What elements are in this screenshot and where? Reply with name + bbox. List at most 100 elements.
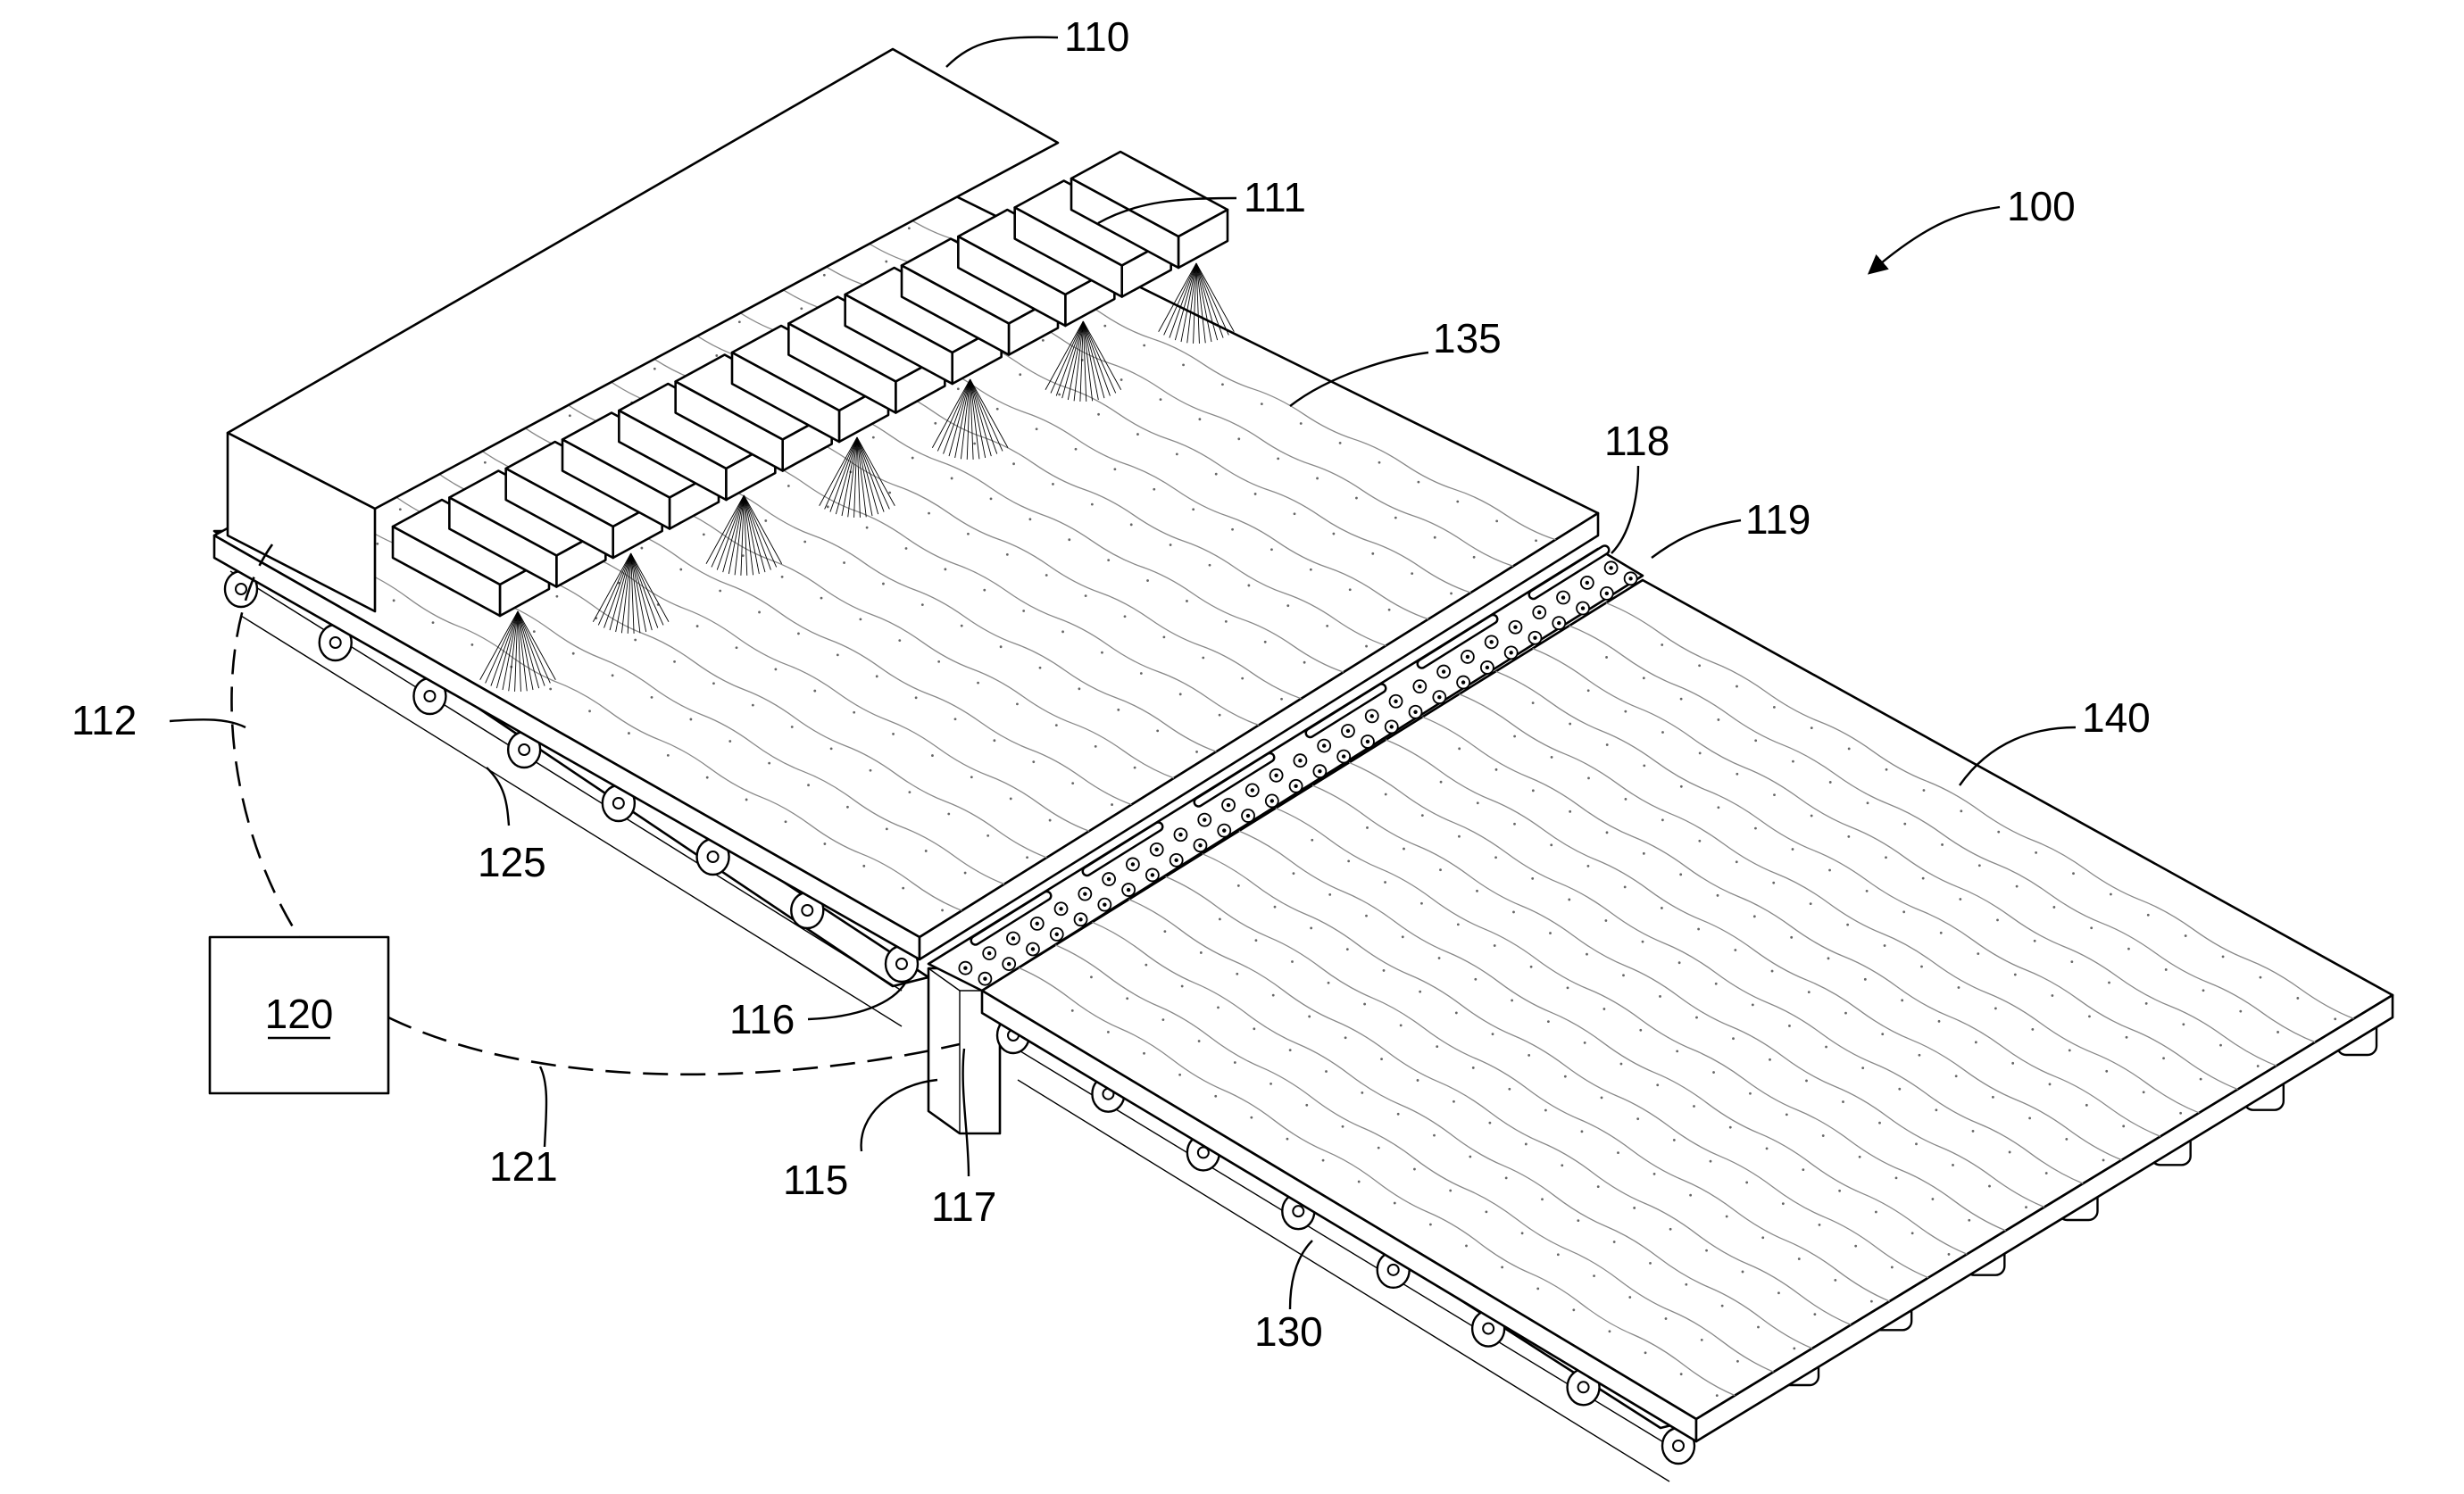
texture-dot [1160,398,1162,401]
texture-dot [1476,890,1478,892]
texture-dot [1676,1050,1678,1052]
texture-dot [1941,843,1944,846]
texture-dot [1310,927,1312,930]
brush-nozzle-center [1342,754,1345,758]
texture-dot [1055,724,1058,726]
texture-dot [1163,930,1166,933]
brush-nozzle-center [1346,729,1350,733]
texture-dot [2045,1172,2048,1174]
texture-dot [1729,1126,1732,1129]
texture-dot [1698,840,1701,842]
texture-dot [1363,1003,1366,1006]
texture-dot [1609,1330,1611,1332]
texture-dot [781,576,784,578]
texture-dot [983,589,986,592]
texture-dot [888,492,891,494]
texture-dot [1097,413,1100,416]
texture-dot [928,512,930,515]
texture-dot [1492,1033,1494,1035]
texture-dot [1532,701,1535,704]
texture-dot [1644,1351,1647,1354]
texture-dot [1071,782,1074,784]
texture-dot [1326,625,1328,627]
texture-dot [1439,868,1442,871]
texture-dot [1561,1164,1563,1166]
texture-dot [1371,552,1374,555]
texture-dot [1717,806,1719,809]
texture-dot [1680,785,1683,788]
texture-dot [1669,1228,1672,1231]
texture-dot [1402,935,1404,938]
texture-dot [2088,1015,2091,1017]
texture-dot [1752,1003,1754,1006]
texture-dot [1859,1156,1861,1158]
texture-dot [797,633,800,635]
brush-nozzle-center [1366,740,1369,743]
texture-dot [1593,1274,1595,1277]
texture-dot [1665,1317,1668,1320]
brush-nozzle-center [963,966,967,969]
texture-dot [1156,729,1159,732]
texture-dot [791,726,794,728]
texture-dot [1680,698,1683,701]
texture-dot [892,733,895,735]
texture-dot [1895,1176,1898,1179]
brush-nozzle-center [1489,640,1493,643]
texture-dot [1488,1122,1491,1125]
texture-dot [1673,1139,1676,1141]
texture-dot [1847,835,1850,838]
texture-dot [1766,1147,1769,1150]
texture-dot [830,747,833,750]
texture-dot [1577,1219,1579,1222]
texture-dot [1494,856,1497,859]
texture-dot [1289,1049,1292,1051]
texture-dot [712,682,715,685]
brush-nozzle-center [1151,873,1154,876]
texture-dot [1236,973,1238,975]
brush-nozzle-center [1059,907,1062,910]
texture-dot [1761,1236,1764,1239]
texture-dot [1705,1249,1708,1252]
texture-dot [2014,974,2017,976]
texture-dot [1134,767,1136,769]
texture-dot [827,505,829,508]
texture-dot [1186,600,1188,602]
texture-dot [1805,1080,1808,1083]
texture-dot [1528,1054,1530,1057]
texture-dot [612,674,614,676]
texture-dot [1569,810,1571,813]
texture-dot [736,646,738,649]
texture-dot [1400,1024,1403,1026]
texture-dot [1788,1025,1791,1027]
texture-dot [1625,798,1627,801]
texture-dot [1902,910,1905,913]
texture-dot [2072,872,2075,875]
texture-dot [1366,826,1369,829]
brush-nozzle-center [1605,592,1609,595]
brush-nozzle-center [1442,669,1445,673]
brush-nozzle-center [1581,606,1585,610]
label-112: 112 [71,697,137,743]
texture-dot [1601,1097,1603,1100]
label-140: 140 [2082,694,2151,741]
texture-dot [905,547,908,550]
texture-dot [1253,1027,1255,1030]
brush-nozzle-center [1270,799,1274,802]
texture-dot [882,583,885,585]
texture-dot [1530,966,1533,968]
texture-dot [1732,1037,1735,1040]
texture-dot [1643,764,1645,767]
brush-nozzle-center [1222,828,1226,832]
texture-dot [1848,748,1851,751]
texture-dot [1453,1100,1455,1103]
texture-dot [1328,893,1331,896]
texture-dot [1264,641,1267,643]
texture-dot [2147,914,2150,917]
texture-dot [2126,1036,2128,1039]
texture-dot [2034,940,2036,942]
texture-dot [2025,1206,2027,1208]
texture-dot [1012,462,1015,465]
texture-dot [1332,533,1335,535]
texture-dot [1525,1143,1528,1146]
texture-dot [533,630,536,633]
